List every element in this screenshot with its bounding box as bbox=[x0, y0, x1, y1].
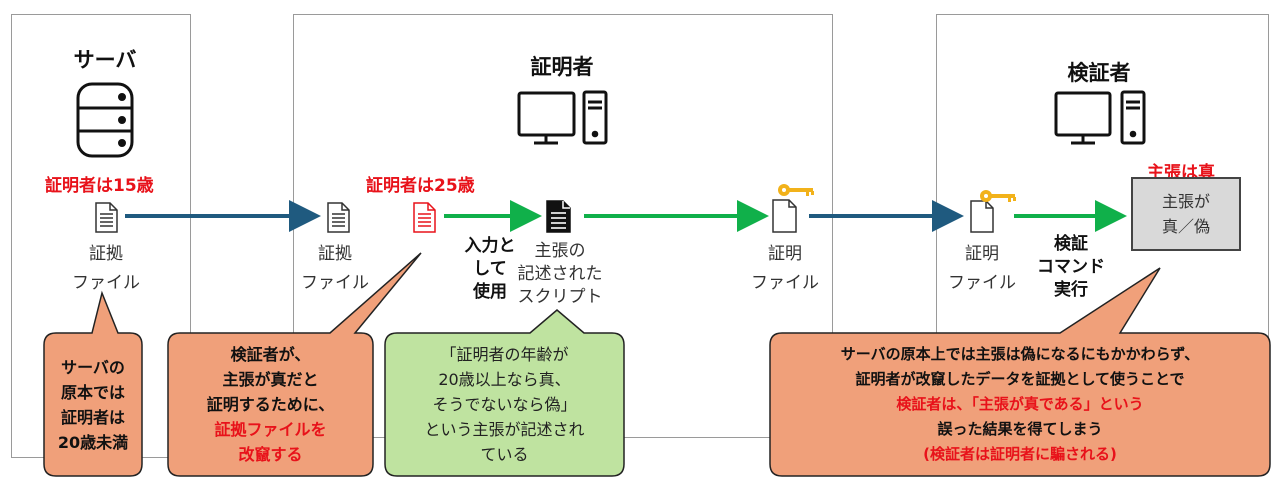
verifier-title: 検証者 bbox=[1067, 61, 1131, 85]
tamper-bubble-emph2: 改竄する bbox=[238, 445, 303, 464]
verifier-proof-file-icon bbox=[970, 200, 994, 233]
script-bubble-line2: 20歳以上なら真、 bbox=[438, 370, 571, 389]
conclusion-emph1: 検証者は、「主張が真である」という bbox=[896, 395, 1144, 413]
conclusion-line3: 誤った結果を得てしまう bbox=[937, 420, 1103, 438]
prover-proof-file-icon bbox=[772, 199, 797, 233]
script-label-line3: スクリプト bbox=[517, 287, 603, 307]
server-evidence-file-icon bbox=[95, 202, 118, 233]
database-icon bbox=[76, 82, 134, 158]
tamper-bubble-line2: 主張が真だと bbox=[222, 370, 319, 389]
server-file-label-line2: ファイル bbox=[72, 273, 140, 293]
prover-age-note: 証明者は25歳 bbox=[366, 176, 475, 196]
verdict-line1: 主張が bbox=[1161, 192, 1210, 211]
server-bubble-line4: 20歳未満 bbox=[57, 433, 129, 452]
input-label-line2: して bbox=[473, 259, 507, 279]
script-document-icon bbox=[546, 200, 571, 233]
script-bubble-text: 「証明者の年齢が 20歳以上なら真、 そうでないなら偽」 という主張が記述され … bbox=[385, 342, 624, 467]
server-bubble-line1: サーバの bbox=[61, 358, 125, 377]
command-label-line2: コマンド bbox=[1037, 257, 1105, 277]
tamper-bubble-text: 検証者が、 主張が真だと 証明するために、 証拠ファイルを 改竄する bbox=[168, 342, 373, 467]
verifier-computer-icon bbox=[1054, 90, 1146, 145]
script-label: 主張の 記述された スクリプト bbox=[505, 240, 615, 309]
tamper-bubble-line1: 検証者が、 bbox=[230, 345, 311, 364]
script-bubble-line3: そうでないなら偽」 bbox=[432, 395, 577, 414]
tamper-bubble-shape bbox=[167, 252, 422, 477]
conclusion-bubble-shape bbox=[769, 267, 1271, 477]
command-label-line1: 検証 bbox=[1054, 234, 1088, 254]
conclusion-emph2: (検証者は証明者に騙される) bbox=[923, 445, 1117, 463]
prover-proof-label: 証明 ファイル bbox=[735, 240, 835, 298]
script-bubble-line4: という主張が記述され bbox=[424, 420, 585, 439]
prover-title: 証明者 bbox=[530, 55, 594, 79]
verdict-line2: 真／偽 bbox=[1161, 217, 1210, 236]
input-label-line1: 入力と bbox=[464, 236, 516, 256]
verifier-proof-label-line1: 証明 bbox=[965, 244, 999, 264]
command-label-line3: 実行 bbox=[1054, 280, 1088, 300]
command-label: 検証 コマンド 実行 bbox=[1028, 233, 1114, 302]
input-label-line3: 使用 bbox=[473, 282, 507, 302]
server-bubble-line3: 証明者は bbox=[60, 408, 125, 427]
script-label-line2: 記述された bbox=[517, 264, 603, 284]
verifier-proof-label-line2: ファイル bbox=[948, 273, 1016, 293]
server-bubble-text: サーバの 原本では 証明者は 20歳未満 bbox=[44, 355, 142, 455]
prover-key-icon bbox=[778, 184, 814, 196]
tamper-bubble-emph1: 証拠ファイルを bbox=[214, 420, 327, 439]
script-bubble-shape bbox=[384, 309, 625, 477]
script-bubble-line1: 「証明者の年齢が bbox=[440, 345, 569, 364]
input-label: 入力と して 使用 bbox=[450, 235, 530, 304]
server-title: サーバ bbox=[73, 48, 137, 72]
prover-file-label-line1: 証拠 bbox=[318, 244, 352, 264]
server-age-note: 証明者は15歳 bbox=[45, 176, 154, 196]
conclusion-line1: サーバの原本上では主張は偽になるにもかかわらず、 bbox=[840, 345, 1200, 363]
prover-evidence-file-icon bbox=[327, 202, 350, 233]
server-bubble-shape bbox=[43, 290, 143, 477]
server-file-label-line1: 証拠 bbox=[89, 244, 123, 264]
prover-proof-label-line2: ファイル bbox=[751, 273, 819, 293]
tamper-bubble-line3: 証明するために、 bbox=[206, 395, 335, 414]
server-file-label: 証拠 ファイル bbox=[56, 240, 156, 298]
conclusion-line2: 証明者が改竄したデータを証拠として使うことで bbox=[855, 370, 1185, 388]
script-label-line1: 主張の bbox=[534, 241, 586, 261]
prover-computer-icon bbox=[517, 90, 608, 145]
prover-proof-label-line1: 証明 bbox=[768, 244, 802, 264]
prover-file-label: 証拠 ファイル bbox=[285, 240, 385, 298]
server-bubble-line2: 原本では bbox=[60, 383, 125, 402]
script-bubble-line5: ている bbox=[480, 445, 529, 464]
tampered-evidence-file-icon bbox=[413, 202, 436, 233]
prover-file-label-line2: ファイル bbox=[301, 273, 369, 293]
verdict-box: 主張が 真／偽 bbox=[1131, 177, 1241, 251]
verifier-proof-label: 証明 ファイル bbox=[932, 240, 1032, 298]
verifier-key-icon bbox=[980, 190, 1016, 202]
conclusion-bubble-text: サーバの原本上では主張は偽になるにもかかわらず、 証明者が改竄したデータを証拠と… bbox=[770, 342, 1270, 467]
